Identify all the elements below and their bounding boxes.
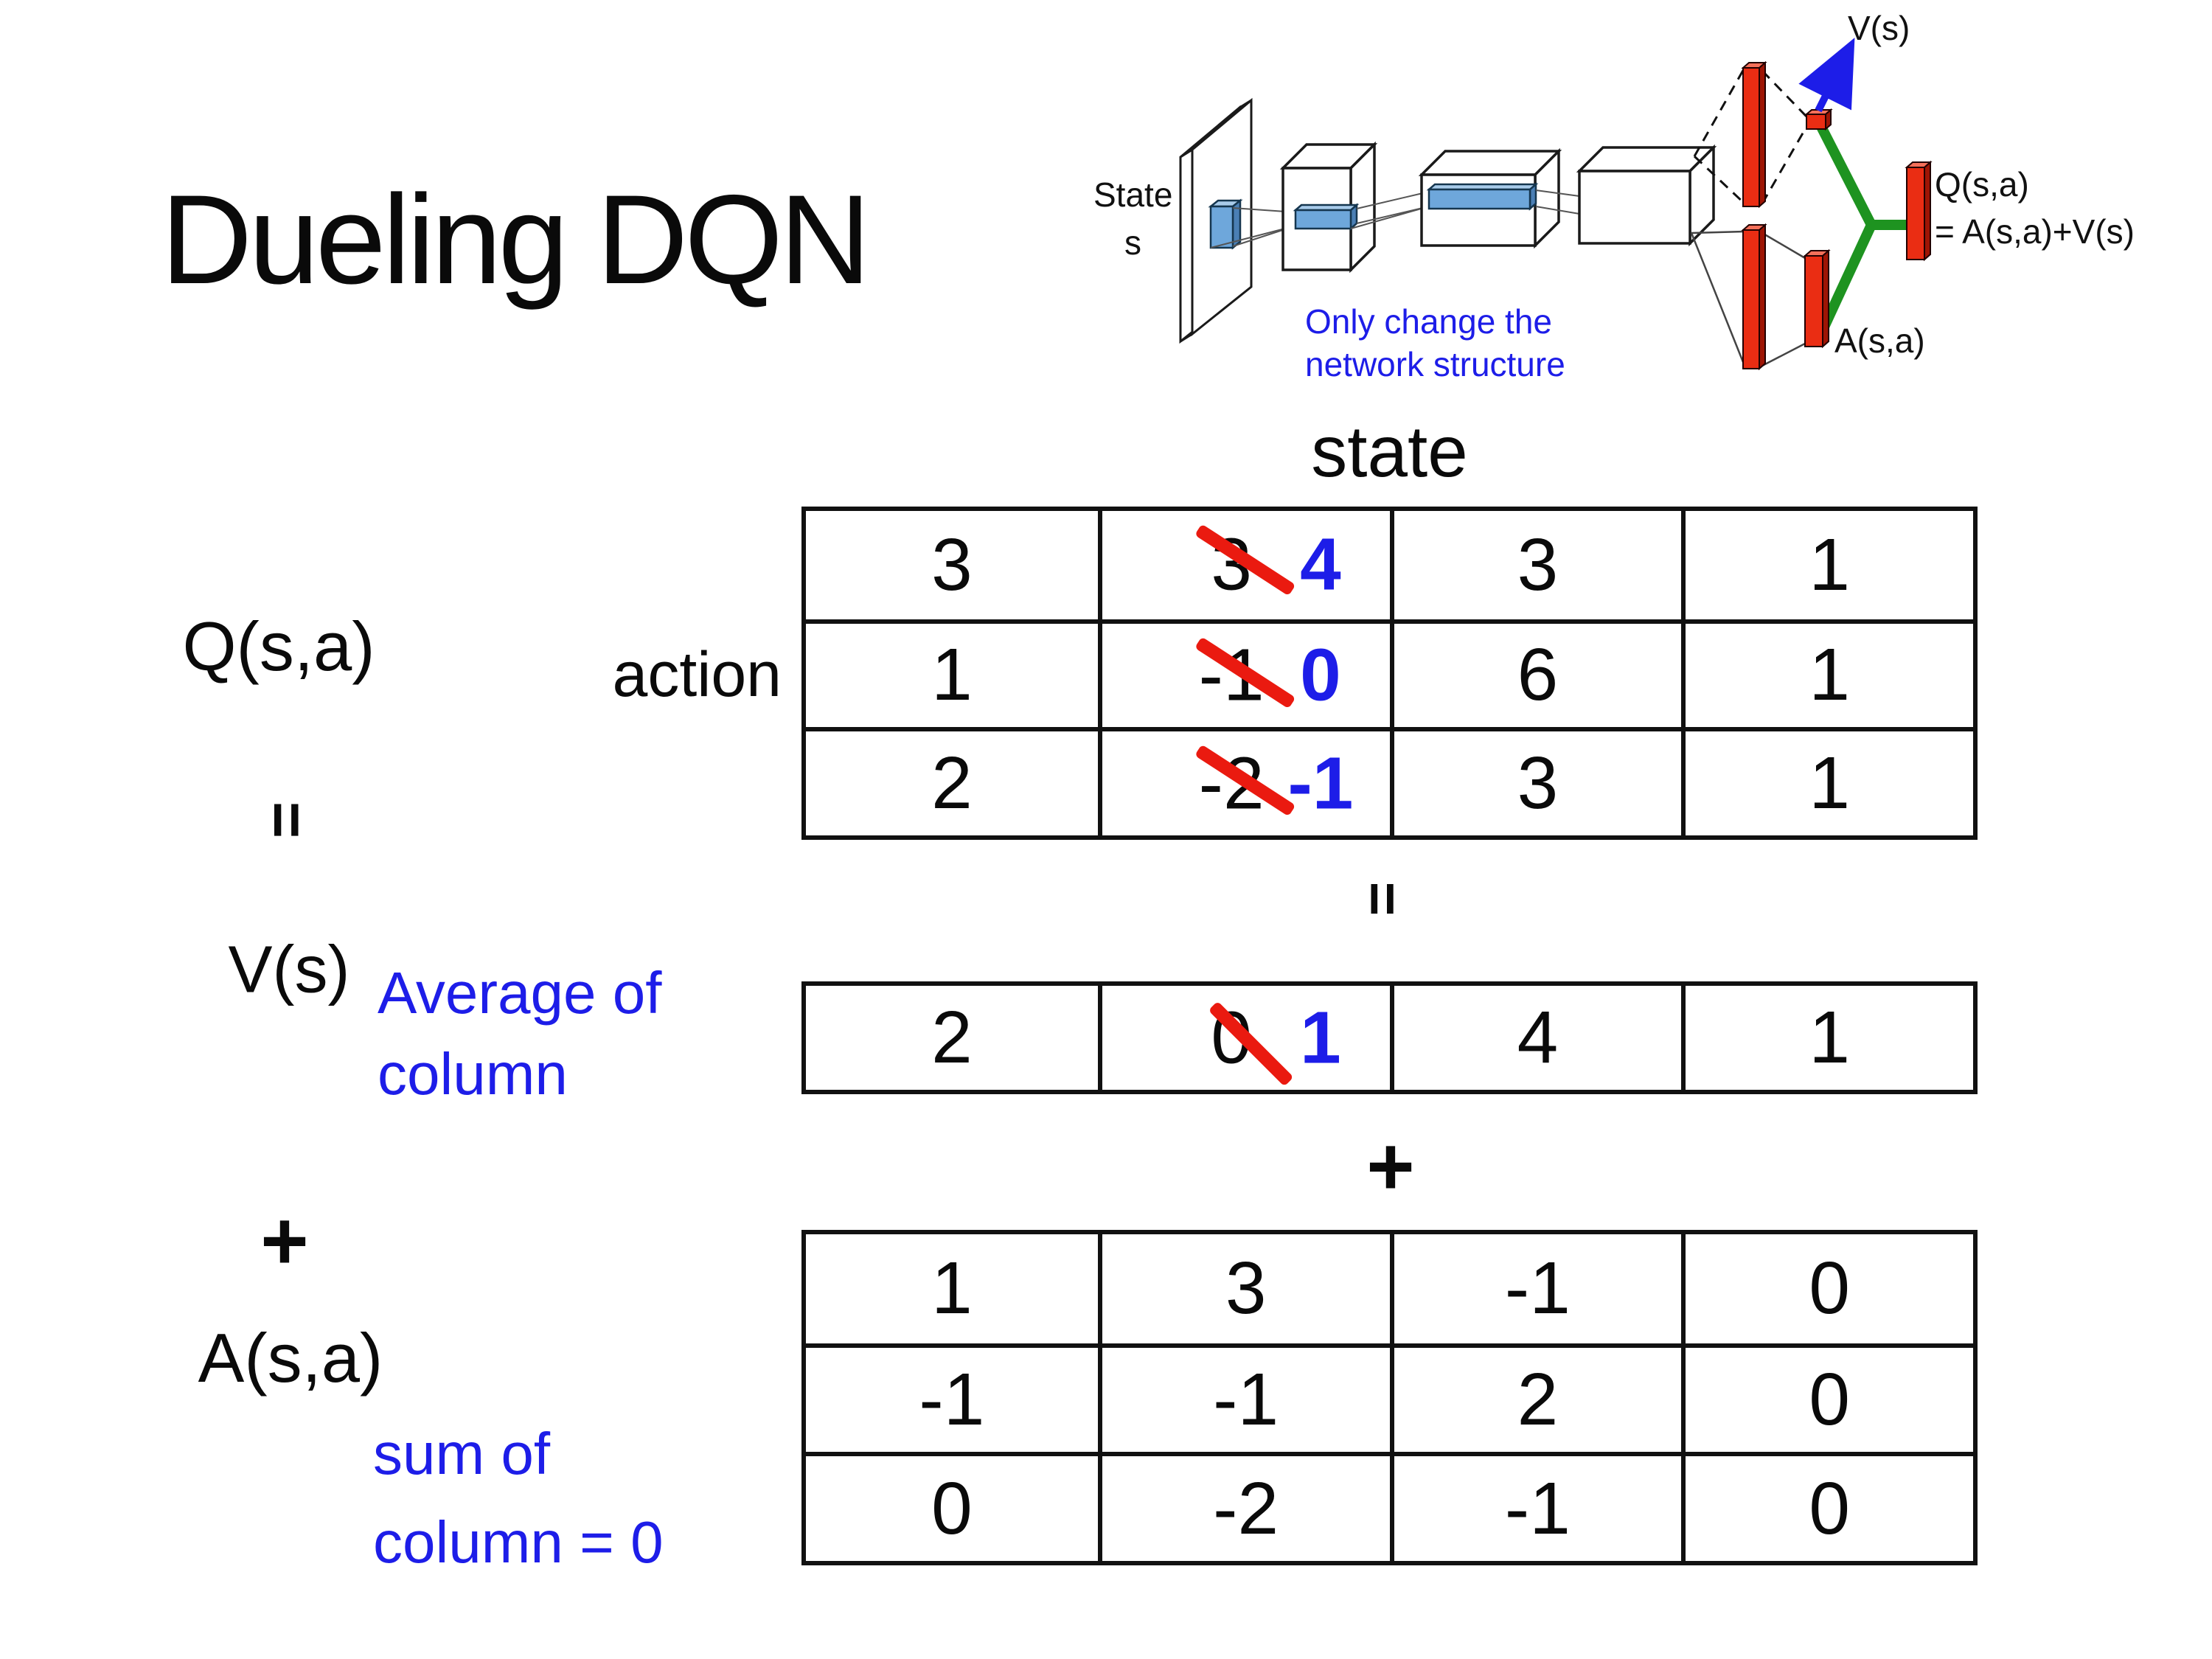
q-cell-r1c3: 3 — [1389, 511, 1682, 619]
q-new-value: -1 — [1287, 742, 1354, 825]
a-cell-r1c2: 3 — [1097, 1234, 1390, 1343]
diagram-vs-label: V(s) — [1848, 9, 1910, 47]
a-cell-r2c1: -1 — [806, 1343, 1098, 1453]
v-new-value: 1 — [1300, 996, 1341, 1079]
dueling-network-diagram: State s V(s) Q(s,a) = A(s,a)+V(s) A(s,a)… — [1047, 0, 2212, 398]
q-cell-r1c4: 1 — [1681, 511, 1973, 619]
v-value: 2 — [931, 996, 973, 1079]
state-axis-label: state — [1311, 411, 1468, 492]
a-table: 1 3 -1 0 -1 -1 2 0 0 -2 -1 0 — [801, 1230, 1978, 1565]
a-hidden-bar — [1741, 223, 1767, 371]
a-output-bar — [1803, 248, 1831, 349]
a-value: 0 — [931, 1467, 973, 1550]
v-output-box — [1804, 108, 1833, 131]
q-cell-r2c3: 6 — [1389, 619, 1682, 728]
action-axis-label: action — [612, 639, 782, 710]
diagram-note-line2: network structure — [1305, 345, 1565, 383]
a-stream-links — [1690, 230, 1806, 367]
a-cell-r3c4: 0 — [1681, 1452, 1973, 1561]
a-value: -1 — [1504, 1247, 1571, 1330]
a-cell-r1c4: 0 — [1681, 1234, 1973, 1343]
q-value: 1 — [931, 633, 973, 717]
a-cell-r3c2: -2 — [1097, 1452, 1390, 1561]
a-cell-r2c2: -1 — [1097, 1343, 1390, 1453]
v-hidden-bar — [1741, 60, 1767, 209]
q-value: 1 — [1809, 742, 1850, 825]
a-formula-label: A(s,a) — [198, 1319, 383, 1397]
q-value: 6 — [1517, 633, 1559, 717]
q-value: 3 — [931, 523, 973, 606]
diagram-state-s: s — [1124, 223, 1141, 262]
v-value: 1 — [1809, 996, 1850, 1079]
q-output-bar — [1905, 160, 1933, 262]
a-value: 3 — [1225, 1247, 1267, 1330]
a-value: 2 — [1517, 1357, 1559, 1441]
q-value: 2 — [931, 742, 973, 825]
sum-note-line2: column = 0 — [373, 1509, 664, 1575]
v-cell-c3: 4 — [1389, 986, 1682, 1090]
v-value: 4 — [1517, 996, 1559, 1079]
average-note-line2: column — [378, 1041, 568, 1107]
v-cell-c1: 2 — [806, 986, 1098, 1090]
a-cell-r2c3: 2 — [1389, 1343, 1682, 1453]
sum-of-column-note: sum of column = 0 — [373, 1410, 664, 1587]
q-value: 3 — [1517, 742, 1559, 825]
q-value: 1 — [1809, 633, 1850, 717]
conv-kernel-box — [1208, 198, 1243, 250]
q-formula-label: Q(s,a) — [182, 608, 375, 685]
a-value: -1 — [919, 1357, 985, 1441]
q-cell-r2c1: 1 — [806, 619, 1098, 728]
fc-box — [1576, 144, 1717, 247]
q-cell-r3c1: 2 — [806, 727, 1098, 835]
q-cell-r1c1: 3 — [806, 511, 1098, 619]
diagram-q-label-line1: Q(s,a) — [1935, 165, 2029, 204]
q-cell-r3c3: 3 — [1389, 727, 1682, 835]
q-value: 3 — [1517, 523, 1559, 606]
diagram-q-label-line2: = A(s,a)+V(s) — [1935, 212, 2135, 251]
fan-lines-2-3 — [1535, 189, 1580, 215]
q-cell-r2c4: 1 — [1681, 619, 1973, 728]
average-note-line1: Average of — [378, 960, 662, 1026]
q-table: 3 3 4 3 1 1 -1 0 6 1 2 -2 -1 3 1 — [801, 507, 1978, 840]
equals-rotated-left: = — [251, 801, 322, 841]
q-cell-r3c2-corrected: -2 -1 — [1097, 727, 1390, 835]
q-new-value: 0 — [1300, 633, 1341, 717]
a-cell-r3c3: -1 — [1389, 1452, 1682, 1561]
a-value: -1 — [1213, 1357, 1279, 1441]
aggregation-links — [1815, 121, 1907, 335]
a-cell-r3c1: 0 — [806, 1452, 1098, 1561]
a-cell-r1c1: 1 — [806, 1234, 1098, 1343]
average-of-column-note: Average of column — [378, 953, 661, 1115]
v-formula-label: V(s) — [228, 933, 350, 1007]
a-value: 0 — [1809, 1467, 1850, 1550]
plus-center: + — [1366, 1120, 1415, 1213]
v-stream-dashed-links — [1693, 67, 1808, 205]
feature-bar-1 — [1293, 203, 1360, 231]
equals-rotated-center: = — [1350, 881, 1416, 918]
slide-title: Dueling DQN — [161, 169, 871, 310]
diagram-state-label: State — [1093, 175, 1172, 214]
v-cell-c4: 1 — [1681, 986, 1973, 1090]
a-value: -2 — [1213, 1467, 1279, 1550]
q-cell-r3c4: 1 — [1681, 727, 1973, 835]
v-row-table: 2 0 1 4 1 — [801, 981, 1978, 1094]
q-value: 1 — [1809, 523, 1850, 606]
v-cell-c2-corrected: 0 1 — [1097, 986, 1390, 1090]
a-value: 1 — [931, 1247, 973, 1330]
diagram-asa-label: A(s,a) — [1834, 321, 1925, 360]
fan-lines-1-2 — [1350, 191, 1430, 229]
q-cell-r2c2-corrected: -1 0 — [1097, 619, 1390, 728]
a-value: 0 — [1809, 1357, 1850, 1441]
sum-note-line1: sum of — [373, 1421, 551, 1486]
v-arrow — [1798, 38, 1855, 113]
q-new-value: 4 — [1300, 523, 1341, 606]
q-cell-r1c2-corrected: 3 4 — [1097, 511, 1390, 619]
a-value: 0 — [1809, 1247, 1850, 1330]
plus-left: + — [260, 1194, 309, 1287]
feature-bar-2 — [1426, 182, 1539, 211]
a-cell-r2c4: 0 — [1681, 1343, 1973, 1453]
a-cell-r1c3: -1 — [1389, 1234, 1682, 1343]
a-value: -1 — [1504, 1467, 1571, 1550]
diagram-note-line1: Only change the — [1305, 302, 1552, 341]
